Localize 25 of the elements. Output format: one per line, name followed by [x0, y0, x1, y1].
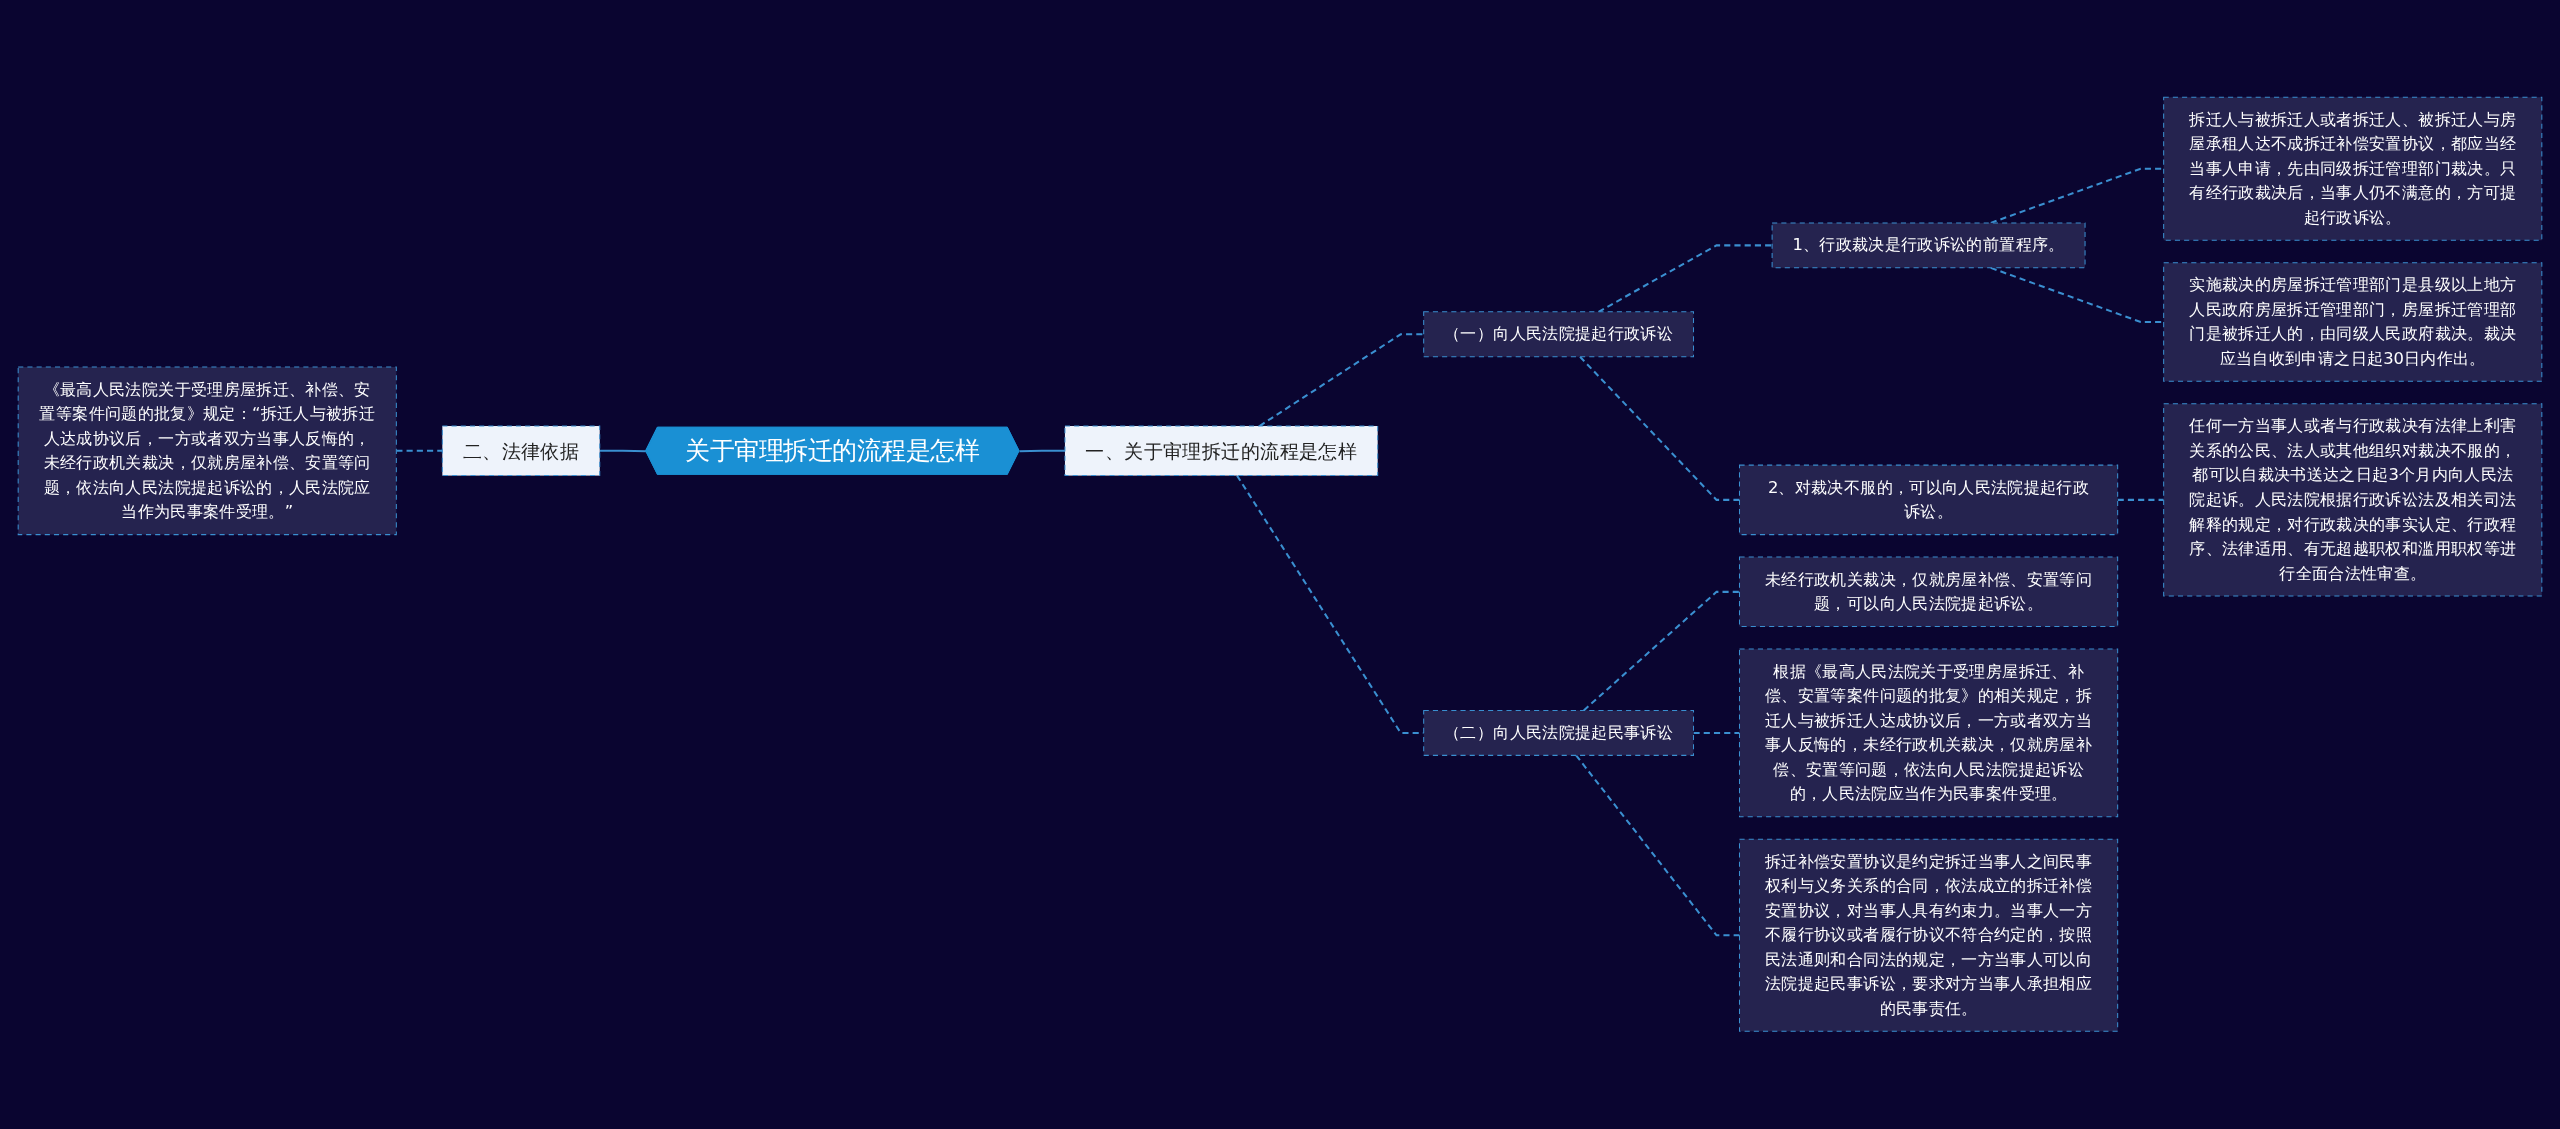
node-box [1739, 556, 2119, 628]
connector [1990, 167, 2164, 225]
connector [2117, 499, 2164, 502]
node-box [1771, 222, 2086, 269]
node-box [17, 366, 397, 536]
connector [1579, 356, 1740, 502]
node-box [2163, 403, 2543, 597]
connector [1019, 450, 1065, 453]
connector [1258, 333, 1424, 428]
node-box [2163, 262, 2543, 383]
node-box [1423, 710, 1694, 757]
connector [1575, 755, 1740, 937]
node-box [1064, 425, 1379, 477]
node-box [1739, 648, 2119, 818]
connector [1693, 732, 1740, 735]
node-box [1423, 311, 1694, 358]
mind-map-diagram: 关于审理拆迁的流程是怎样 一、关于审理拆迁的流程是怎样 （一）向人民法院提起行政诉讼 1、行政裁决是行政诉讼的前置程序。 拆迁人与被拆迁人或者拆迁人、被拆迁人与房屋承租人达不成拆迁补偿安置协议，都应当经当事人申请，先由同级拆迁管理部门裁决。只有经行政裁决后，当事人仍不满意的，方可提起行政诉讼。 实施裁决的房屋拆迁管理部门是县级以上地方人民政府房屋拆迁管理部门，房屋拆迁管理部门是被拆迁人的，由同级人民政府裁决。裁决应当自收到申请之日起30日内作出。 2、对裁决不服的，可以向人民法院提起行政诉讼。 任何一方当事人或者与行政裁决有法律上利害关系的公民、法人或其他组织对裁决不服的，都可以自裁决书送达之日起3个月内向人民法院起诉。人民法院根据行政诉讼法及相关司法解释的规定，对行政裁决的事实认定、行政程序、法律适用、有无超越职权和滥用职权等进行全面合法性审查。 （二）向人民法院提起民事诉讼 未经行政机关裁决，仅就房屋补偿、安置等问题，可以向人民法院提起诉讼。 根据《最高人民法院关于受理房屋拆迁、补偿、安置等案件问题的批复》的相关规定，拆迁人与被拆迁人达成协议后，一方或者双方当事人反悔的，未经行政机关裁决，仅就房屋补偿、安置等问题，依法向人民法院提起诉讼的，人民法院应当作为民事案件受理。 拆迁补偿安置协议是约定拆迁当事人之间民事权利与义务关系的合同，依法成立的拆迁补偿安置协议，对当事人具有约束力。当事人一方不履行协议或者履行协议不符合约定的，按照民法通则和合同法的规定，一方当事人可以向法院提起民事诉讼，要求对方当事人承担相应的民事责任。 二、法律依据 《最高人民法院关于受理房屋拆迁、补偿、安置等案件问题的批复》规定：“拆迁人与被拆迁人达成协议后，一方或者双方当事人反悔的，未经行政机关裁决，仅就房屋补偿、安置等问题，依法向人民法院提起诉讼的，人民法院应当作为民事案件受理。” [10, 89, 2550, 1040]
connector [1583, 591, 1740, 712]
node-box [1739, 464, 2119, 536]
node-box [441, 425, 601, 477]
connector [599, 450, 647, 453]
connector [396, 450, 443, 453]
node-box [2163, 96, 2543, 241]
node-box [1739, 838, 2119, 1033]
connector [1598, 244, 1773, 313]
